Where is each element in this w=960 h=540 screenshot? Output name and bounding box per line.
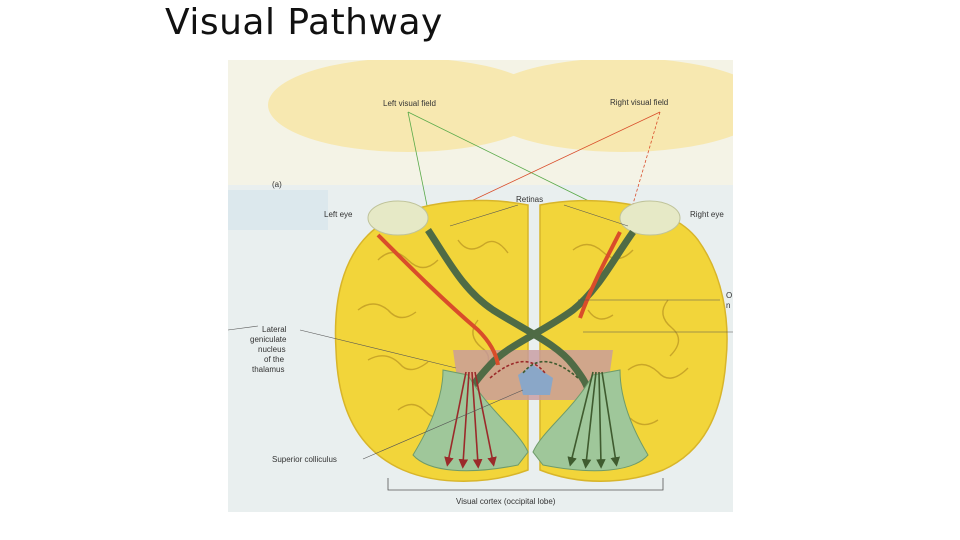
svg-text:nucleus: nucleus <box>258 345 286 354</box>
left-visual-field-label: Left visual field <box>383 99 436 108</box>
visual-pathway-diagram: Left visual field Right visual field (a)… <box>228 60 733 512</box>
cut-off-label-1: O <box>726 291 732 300</box>
svg-text:of the: of the <box>264 355 285 364</box>
superior-colliculus-label: Superior colliculus <box>272 455 337 464</box>
panel-label: (a) <box>272 180 282 189</box>
left-eye <box>368 201 428 235</box>
right-visual-field-label: Right visual field <box>610 98 668 107</box>
cut-off-label-2: n <box>726 301 730 310</box>
svg-text:thalamus: thalamus <box>252 365 284 374</box>
right-eye <box>620 201 680 235</box>
svg-text:geniculate: geniculate <box>250 335 287 344</box>
visual-cortex-label: Visual cortex (occipital lobe) <box>456 497 556 506</box>
svg-text:Lateral: Lateral <box>262 325 287 334</box>
visual-pathway-figure: Left visual field Right visual field (a)… <box>228 60 733 512</box>
right-eye-label: Right eye <box>690 210 724 219</box>
left-eye-label: Left eye <box>324 210 353 219</box>
retinas-label: Retinas <box>516 195 543 204</box>
slide-title: Visual Pathway <box>165 2 443 43</box>
